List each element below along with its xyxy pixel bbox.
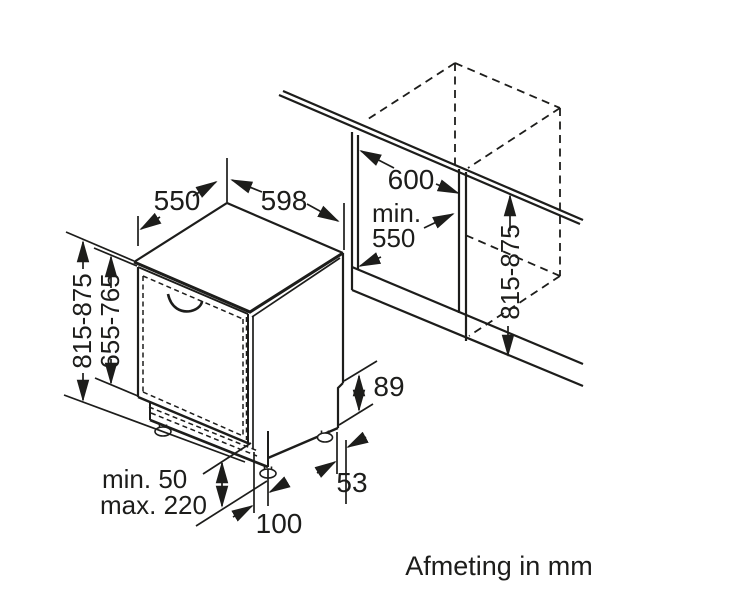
- dim-niche-depth-prefix: min.: [372, 198, 421, 228]
- dimension-plinth-clearance: [195, 442, 268, 527]
- dishwasher-body: [133, 201, 345, 469]
- dim-top-width-label: 598: [261, 185, 308, 216]
- dimension-base-height: [338, 360, 378, 426]
- dim-door-height-label: 655-765: [95, 273, 125, 368]
- dimension-niche-width: [359, 150, 460, 194]
- dimension-niche-depth: [358, 213, 455, 267]
- dim-niche-depth-label: 550: [372, 223, 415, 253]
- foot-right: [316, 430, 334, 443]
- dim-plinth-max-label: max. 220: [100, 490, 207, 520]
- dim-front-foot-offset-label: 100: [256, 508, 303, 539]
- dimension-niche-height: [501, 194, 517, 357]
- caption-units: Afmeting in mm: [405, 551, 593, 581]
- dimension-top-width: [230, 179, 345, 250]
- worktop: [278, 89, 584, 226]
- dim-appliance-height-label: 815-875: [67, 273, 97, 368]
- dimension-appliance-height: [63, 231, 246, 463]
- dishwasher-door: [136, 266, 259, 457]
- dimension-side-foot-offset: [314, 431, 369, 504]
- dimension-front-foot-offset: [231, 452, 291, 522]
- door-handle: [166, 293, 204, 313]
- niche-cabinet-dashed: [364, 62, 561, 337]
- dimension-top-depth: [137, 158, 228, 246]
- dim-niche-width-label: 600: [388, 164, 435, 195]
- niche-walls: [350, 132, 584, 388]
- dim-plinth-min-label: min. 50: [102, 464, 187, 494]
- dimension-door-height: [93, 247, 139, 397]
- door-panel-dashed: [142, 275, 259, 457]
- dim-top-depth-label: 550: [154, 185, 201, 216]
- dim-niche-height-label: 815-875: [495, 224, 525, 319]
- dim-base-height-label: 89: [373, 371, 404, 402]
- dim-side-foot-offset-label: 53: [336, 467, 367, 498]
